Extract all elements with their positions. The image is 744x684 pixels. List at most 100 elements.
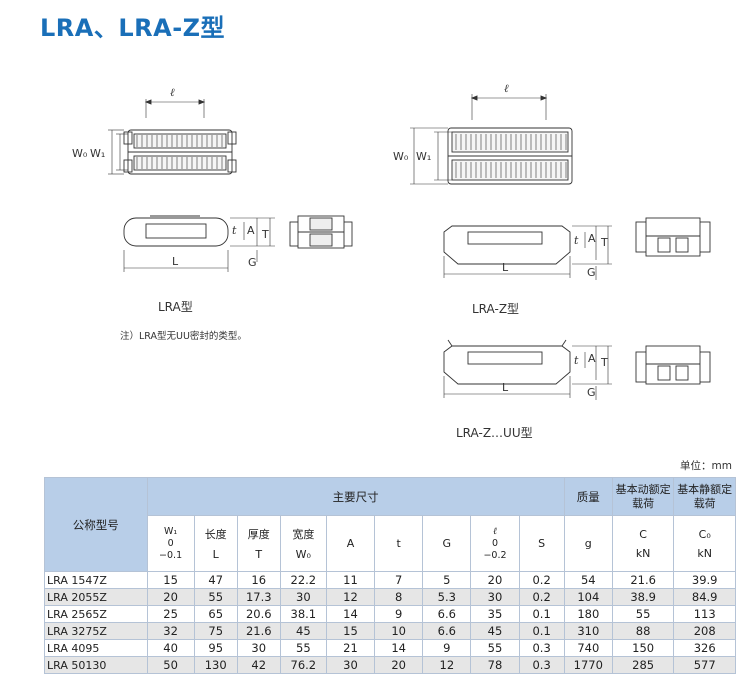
row-cell: 180 bbox=[563, 605, 613, 623]
lra-z-uu-end-view bbox=[635, 345, 711, 385]
row-cell: 0.3 bbox=[518, 639, 565, 657]
row-cell: 12 bbox=[422, 656, 472, 674]
lra-z-T-label: T bbox=[600, 236, 608, 249]
lra-z-uu-caption: LRA-Z…UU型 bbox=[456, 426, 533, 440]
row-cell: 88 bbox=[611, 622, 675, 640]
lra-z-uu-L-label: L bbox=[502, 381, 509, 394]
col-g: G bbox=[422, 515, 472, 572]
col-l-tol-bot: −0.2 bbox=[483, 549, 507, 561]
lra-z-roller-marks bbox=[455, 134, 567, 178]
row-cell: 5.3 bbox=[422, 588, 472, 606]
col-thickness-sym: T bbox=[255, 548, 263, 561]
row-cell: 5 bbox=[422, 571, 472, 589]
row-cell: 55 bbox=[279, 639, 327, 657]
row-cell: 47 bbox=[193, 571, 238, 589]
header-dynamic-load: 基本动额定载荷 bbox=[611, 477, 675, 516]
lra-z-L-label: L bbox=[502, 261, 509, 274]
row-cell: 0.1 bbox=[518, 622, 565, 640]
lra-z-uu-t-label: t bbox=[574, 354, 579, 367]
spec-table: 公称型号 主要尺寸 质量 基本动额定载荷 基本静额定载荷 W₁ 0 −0.1 长… bbox=[44, 477, 736, 674]
lra-w1-label: W₁ bbox=[90, 147, 105, 160]
row-cell: 50 bbox=[146, 656, 195, 674]
lra-z-caption: LRA-Z型 bbox=[472, 302, 520, 316]
row-cell: 20 bbox=[374, 656, 424, 674]
row-cell: 54 bbox=[563, 571, 613, 589]
lra-w0-label: W₀ bbox=[72, 147, 88, 160]
row-cell: 7 bbox=[374, 571, 424, 589]
lra-end-view bbox=[289, 215, 353, 249]
col-w1: W₁ 0 −0.1 bbox=[146, 515, 195, 572]
row-cell: 1770 bbox=[563, 656, 613, 674]
row-cell: 38.1 bbox=[279, 605, 327, 623]
col-s: S bbox=[518, 515, 565, 572]
page-title: LRA、LRA-Z型 bbox=[40, 14, 226, 42]
lra-z-end-view bbox=[635, 217, 711, 257]
row-model: LRA 4095 bbox=[44, 639, 148, 657]
lra-side-view bbox=[123, 215, 275, 272]
lra-z-w0-label: W₀ bbox=[393, 150, 409, 163]
row-cell: 55 bbox=[193, 588, 238, 606]
row-cell: 21 bbox=[325, 639, 376, 657]
row-cell: 45 bbox=[470, 622, 520, 640]
row-cell: 95 bbox=[193, 639, 238, 657]
col-width-name: 宽度 bbox=[292, 528, 315, 541]
row-cell: 42 bbox=[236, 656, 281, 674]
lra-L-label: L bbox=[172, 255, 179, 268]
lra-z-G-label: G bbox=[587, 266, 596, 279]
row-model: LRA 3275Z bbox=[44, 622, 148, 640]
row-cell: 30 bbox=[279, 588, 327, 606]
row-cell: 25 bbox=[146, 605, 195, 623]
header-main-dims: 主要尺寸 bbox=[146, 477, 565, 516]
lra-a-label: A bbox=[247, 224, 255, 237]
col-l-sym: ℓ bbox=[493, 525, 497, 537]
row-cell: 150 bbox=[611, 639, 675, 657]
col-stat-unit: kN bbox=[697, 546, 712, 560]
lra-T-label: T bbox=[261, 228, 269, 241]
row-cell: 84.9 bbox=[673, 588, 736, 606]
col-w1-sym: W₁ bbox=[163, 525, 178, 537]
row-cell: 20 bbox=[146, 588, 195, 606]
row-cell: 14 bbox=[325, 605, 376, 623]
row-cell: 104 bbox=[563, 588, 613, 606]
lra-z-a-label: A bbox=[588, 232, 596, 245]
row-cell: 577 bbox=[673, 656, 736, 674]
row-cell: 75 bbox=[193, 622, 238, 640]
row-cell: 12 bbox=[325, 588, 376, 606]
row-cell: 40 bbox=[146, 639, 195, 657]
col-w1-tol-top: 0 bbox=[167, 537, 174, 549]
row-cell: 30 bbox=[325, 656, 376, 674]
col-stat: C₀ kN bbox=[673, 515, 736, 572]
row-cell: 21.6 bbox=[611, 571, 675, 589]
row-cell: 16 bbox=[236, 571, 281, 589]
row-cell: 38.9 bbox=[611, 588, 675, 606]
header-model: 公称型号 bbox=[44, 477, 148, 572]
row-cell: 14 bbox=[374, 639, 424, 657]
row-cell: 208 bbox=[673, 622, 736, 640]
lra-t-label: t bbox=[232, 224, 237, 237]
row-cell: 9 bbox=[374, 605, 424, 623]
row-cell: 35 bbox=[470, 605, 520, 623]
lra-z-uu-G-label: G bbox=[587, 386, 596, 399]
row-cell: 76.2 bbox=[279, 656, 327, 674]
row-cell: 78 bbox=[470, 656, 520, 674]
lra-l-label: ℓ bbox=[170, 86, 175, 99]
row-cell: 285 bbox=[611, 656, 675, 674]
row-cell: 113 bbox=[673, 605, 736, 623]
row-model: LRA 2055Z bbox=[44, 588, 148, 606]
lra-roller-marks bbox=[136, 135, 223, 169]
col-stat-sym: C₀ bbox=[698, 527, 711, 541]
row-cell: 45 bbox=[279, 622, 327, 640]
lra-caption: LRA型 bbox=[158, 300, 193, 314]
row-cell: 310 bbox=[563, 622, 613, 640]
lra-z-uu-a-label: A bbox=[588, 352, 596, 365]
row-cell: 20.6 bbox=[236, 605, 281, 623]
technical-drawings: ℓ W₀ W₁ t A T L G bbox=[72, 82, 711, 400]
col-w1-tol-bot: −0.1 bbox=[159, 549, 183, 561]
row-cell: 15 bbox=[146, 571, 195, 589]
row-cell: 130 bbox=[193, 656, 238, 674]
